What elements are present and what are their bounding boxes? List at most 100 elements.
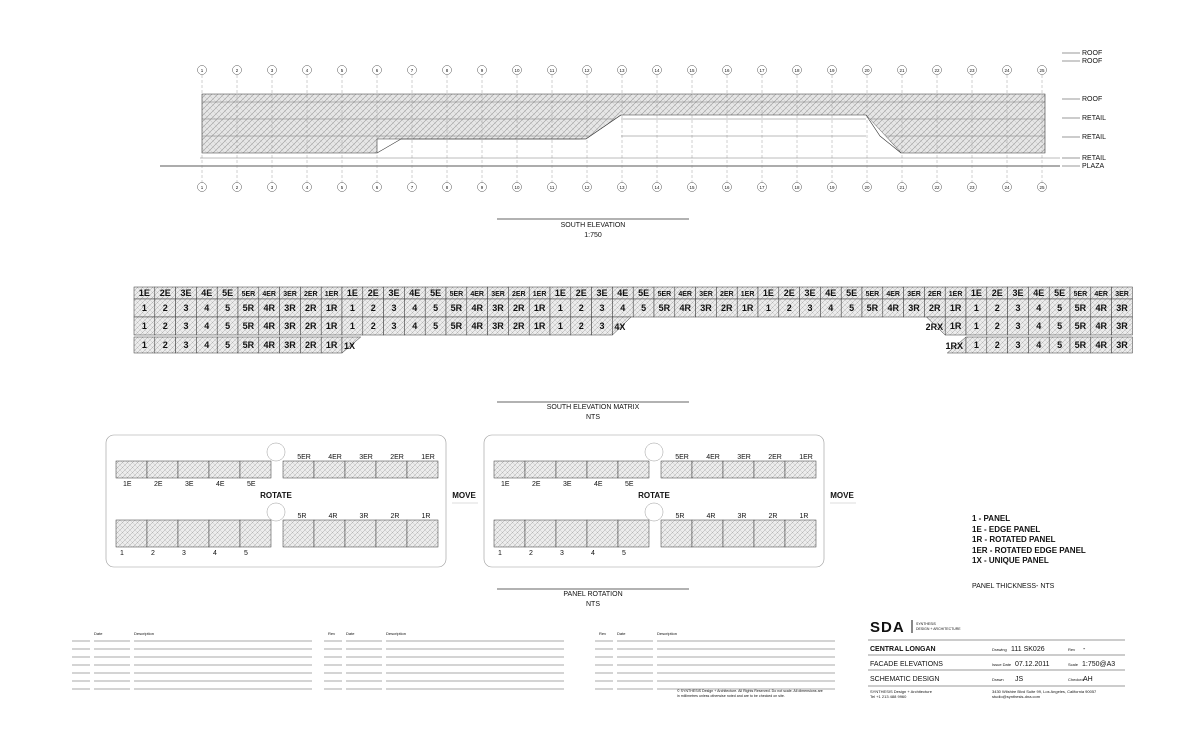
svg-text:Rev: Rev <box>1068 647 1075 652</box>
grid-bubble <box>897 182 907 192</box>
edge-panel <box>617 460 650 479</box>
matrix-cell-label: 4 <box>204 303 209 313</box>
matrix-cell-label: 2 <box>995 303 1000 313</box>
revision: - <box>1083 646 1086 653</box>
grid-bubble <box>757 182 767 192</box>
grid-label: 12 <box>584 68 590 73</box>
matrix-cell-label: 3 <box>1015 321 1020 331</box>
matrix-cell-label: 3R <box>1116 321 1128 331</box>
edge-panel-label: 2E <box>154 481 163 488</box>
grid-bubble <box>722 65 732 75</box>
edge-panel-rotated <box>282 460 315 479</box>
matrix-cell-label: 2ER <box>304 291 318 298</box>
matrix-cell <box>1111 336 1133 354</box>
matrix-cell-label: 4E <box>825 288 836 298</box>
matrix-cell-label: 5R <box>451 321 463 331</box>
matrix-cell-label: 3R <box>284 340 296 350</box>
grid-label: 1 <box>201 68 204 73</box>
matrix-cell-label: 5R <box>243 340 255 350</box>
matrix-cell-label: 3R <box>492 303 504 313</box>
legend-item: 1X - UNIQUE PANEL <box>972 556 1049 565</box>
matrix-cell-label: 2ER <box>928 291 942 298</box>
matrix-cell-label: 5 <box>225 340 230 350</box>
matrix-cell-label: 4ER <box>678 291 692 298</box>
panel <box>208 519 241 548</box>
grid-bubble <box>372 182 382 192</box>
panel-rotated-label: 2R <box>391 513 400 520</box>
panel-label: 3 <box>182 550 186 557</box>
edge-panel-label: 2E <box>532 481 541 488</box>
matrix-cell-label: 4E <box>201 288 212 298</box>
grid-label: 11 <box>550 185 555 190</box>
edge-panel-rotated <box>753 460 786 479</box>
edge-panel-rotated-label: 4ER <box>706 454 720 461</box>
elevation-title: SOUTH ELEVATION <box>561 222 626 229</box>
matrix-cell-label: 3ER <box>1115 291 1129 298</box>
matrix-cell-label: 5R <box>1075 321 1087 331</box>
matrix-cell-label: 3R <box>492 321 504 331</box>
grid-bubble <box>267 182 277 192</box>
grid-bubble <box>652 65 662 75</box>
grid-label: 4 <box>306 68 309 73</box>
matrix-cell-label: 3 <box>183 303 188 313</box>
svg-text:Description: Description <box>657 631 677 636</box>
matrix-cell-label: 4 <box>828 303 833 313</box>
panel-rotated <box>691 519 724 548</box>
panel-rotated-label: 3R <box>738 513 747 520</box>
edge-panel-label: 4E <box>594 481 603 488</box>
edge-panel-label: 3E <box>563 481 572 488</box>
rotation-frame <box>105 434 447 568</box>
legend-item: 1E - EDGE PANEL <box>972 524 1041 534</box>
matrix-cell-label: 1E <box>555 288 566 298</box>
grid-bubble <box>792 182 802 192</box>
unique-panel-label: 2RX <box>926 322 944 332</box>
matrix-cell-label: 4R <box>471 321 483 331</box>
unique-panel-label: 1X <box>344 341 355 351</box>
grid-bubble <box>652 182 662 192</box>
matrix-cell-label: 5ER <box>450 291 464 298</box>
grid-label: 4 <box>306 185 309 190</box>
grid-label: 2 <box>236 185 239 190</box>
sheet-title: FACADE ELEVATIONS <box>870 661 943 668</box>
grid-label: 22 <box>934 68 940 73</box>
unique-panel-label: 1RX <box>945 341 963 351</box>
matrix-cell-label: 5E <box>638 288 649 298</box>
matrix-cell-label: 4 <box>1036 321 1041 331</box>
legend-item: 1R - ROTATED PANEL <box>972 535 1056 544</box>
edge-panel-rotated-label: 1ER <box>799 454 813 461</box>
matrix-cell-label: 2 <box>371 321 376 331</box>
matrix-cell-label: 4R <box>263 303 275 313</box>
svg-text:Date: Date <box>346 631 355 636</box>
svg-text:Rev: Rev <box>328 631 335 636</box>
drawing-number: 111 SK026 <box>1011 646 1045 653</box>
matrix-cell-label: 2 <box>579 321 584 331</box>
matrix-cell-label: 1 <box>142 303 147 313</box>
matrix-cell-label: 5 <box>225 321 230 331</box>
matrix-cell-label: 5 <box>433 303 438 313</box>
grid-bubble <box>862 65 872 75</box>
matrix-cell-label: 3R <box>1116 303 1128 313</box>
matrix-cell-label: 5ER <box>242 291 256 298</box>
matrix-cell-label: 2E <box>784 288 795 298</box>
issue-date: 07.12.2011 <box>1015 661 1050 668</box>
matrix-cell-label: 3E <box>180 288 191 298</box>
matrix-cell-label: 3R <box>908 303 920 313</box>
matrix-cell-label: 2R <box>305 321 317 331</box>
grid-label: 17 <box>759 185 765 190</box>
edge-panel <box>146 460 179 479</box>
edge-panel-label: 5E <box>247 481 256 488</box>
grid-label: 23 <box>969 185 975 190</box>
edge-panel-label: 1E <box>501 481 510 488</box>
panel-rotated <box>722 519 755 548</box>
panel-rotated <box>753 519 786 548</box>
grid-label: 1 <box>201 185 204 190</box>
grid-label: 22 <box>934 185 940 190</box>
edge-panel-label: 3E <box>185 481 194 488</box>
edge-panel-rotated-label: 3ER <box>359 454 373 461</box>
matrix-cell-label: 2R <box>929 303 941 313</box>
firm-tel: Tel +1 213 488 9960 <box>870 694 907 699</box>
grid-bubble <box>897 65 907 75</box>
legend-item: 1 - PANEL <box>972 514 1011 523</box>
matrix-cell-label: 2 <box>163 340 168 350</box>
grid-label: 3 <box>271 68 274 73</box>
